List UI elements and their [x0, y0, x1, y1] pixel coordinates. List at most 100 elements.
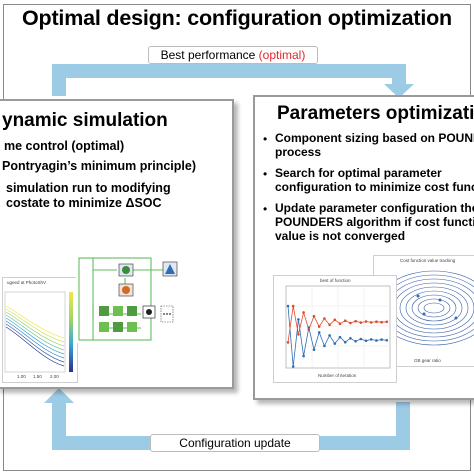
convergence-marker: [354, 319, 357, 323]
bullet-1-line-1: Component sizing based on POUNDE: [275, 131, 474, 145]
soc-curve: [5, 305, 65, 339]
convergence-marker: [317, 325, 321, 328]
configuration-update-label: Configuration update: [150, 434, 320, 452]
convergence-marker: [354, 340, 357, 343]
convergence-marker: [338, 322, 342, 325]
convergence-marker: [380, 320, 383, 324]
convergence-marker: [343, 340, 347, 344]
best-performance-text: Best performance: [160, 48, 259, 62]
convergence-marker: [302, 311, 305, 314]
soc-curve: [5, 320, 65, 359]
simulink-svg: [78, 257, 178, 341]
converter-block: [113, 322, 123, 332]
convergence-marker: [364, 339, 368, 343]
parameters-optimization-panel: Parameters optimizatio • Component sizin…: [253, 95, 474, 400]
bullet-1-marker: •: [263, 132, 268, 146]
convergence-marker: [307, 328, 311, 331]
convergence-marker: [323, 317, 326, 320]
wheel-icon: [146, 309, 152, 315]
convergence-marker: [297, 333, 300, 336]
simulink-block-diagram: [76, 251, 186, 343]
bullet-3-line-1: Update parameter configuration the: [275, 201, 474, 215]
bullet-3-line-3: value is not converged: [275, 229, 406, 243]
convergence-marker: [312, 348, 316, 351]
convergence-marker: [349, 337, 352, 340]
bullet-2-line-2: configuration to minimize cost func: [275, 180, 474, 194]
best-performance-label: Best performance (optimal): [148, 46, 318, 64]
convergence-marker: [286, 341, 290, 344]
loop-arrowhead-down: [384, 84, 414, 98]
convergence-marker: [359, 321, 363, 324]
convergence-marker: [369, 321, 373, 324]
loop-arrow-left: [52, 64, 66, 96]
soc-curve: [5, 317, 65, 355]
convergence-marker: [312, 314, 316, 318]
loop-arrowhead-up: [44, 388, 74, 403]
loop-arrow-bottom-left: [52, 402, 66, 450]
contour-plot-xlabel: GB gear ratio: [414, 358, 441, 363]
convergence-plot-xlabel: Number of iteration: [318, 373, 357, 378]
motor-block: [113, 306, 123, 316]
bullet-3-line-2: POUNDERS algorithm if cost functi: [275, 215, 474, 229]
convergence-marker: [291, 365, 295, 368]
soc-curve: [5, 311, 65, 347]
convergence-marker: [333, 342, 337, 345]
load-block: [127, 322, 137, 332]
convergence-marker: [297, 318, 300, 321]
contour-line: [411, 294, 457, 322]
soc-plot-thumbnail: ugeed at PhotoShV 1.00 1.50 2.00: [2, 277, 78, 383]
convergence-marker: [359, 337, 363, 341]
figure-title: Optimal design: configuration optimizati…: [22, 6, 452, 30]
convergence-red-markers: [286, 304, 389, 344]
convergence-marker: [328, 334, 331, 337]
controller-icon: [122, 266, 130, 274]
convergence-marker: [380, 338, 383, 341]
convergence-marker: [385, 339, 389, 342]
soc-plot-caption: ugeed at PhotoShV: [7, 280, 47, 285]
contour-line: [417, 298, 451, 318]
battery-block: [99, 322, 109, 332]
optimal-text: (optimal): [258, 48, 306, 62]
bullet-1-line-2: process: [275, 145, 322, 159]
convergence-marker: [364, 320, 368, 323]
soc-curve: [5, 314, 65, 351]
convergence-marker: [307, 326, 311, 329]
soc-plot-area: [4, 291, 66, 373]
convergence-blue-markers: [286, 304, 389, 368]
soc-curve: [5, 308, 65, 343]
soc-curve: [5, 323, 65, 363]
bullet-2-line-1: Search for optimal parameter: [275, 166, 442, 180]
output-dots: [163, 313, 171, 315]
dynamic-simulation-panel: ynamic simulation me control (optimal) P…: [0, 99, 234, 389]
convergence-marker: [291, 304, 295, 308]
contour-markers: [416, 294, 458, 320]
convergence-marker: [385, 320, 389, 324]
soc-curve: [5, 326, 65, 367]
convergence-plot-thumbnail: best of function Number of iteration: [273, 275, 397, 383]
convergence-marker: [302, 354, 305, 358]
vehicle-icon: [122, 286, 130, 294]
convergence-marker: [328, 323, 331, 327]
convergence-svg: [285, 285, 391, 369]
loop-arrow-bottom-right: [396, 402, 410, 450]
soc-plot-svg: [4, 291, 73, 373]
convergence-marker: [333, 318, 337, 322]
gearbox-block: [127, 306, 137, 316]
driver-icon: [165, 264, 175, 274]
convergence-marker: [375, 339, 378, 342]
loop-arrow-right: [392, 64, 406, 86]
left-line-4: costate to minimize ΔSOC: [6, 196, 162, 210]
configuration-update-text: Configuration update: [179, 436, 291, 450]
soc-tick-1: 1.00: [17, 374, 26, 379]
parameters-optimization-title: Parameters optimizatio: [277, 103, 474, 124]
soc-tick-2: 1.50: [33, 374, 42, 379]
contour-line: [405, 290, 463, 326]
convergence-marker: [323, 344, 326, 348]
soc-colorbar: [69, 292, 73, 372]
left-line-1: me control (optimal): [4, 139, 125, 153]
bullet-2-marker: •: [263, 167, 268, 181]
left-line-3: simulation run to modifying: [6, 181, 171, 195]
contour-line: [399, 286, 469, 330]
convergence-marker: [375, 320, 378, 323]
bullet-3-marker: •: [263, 202, 268, 216]
